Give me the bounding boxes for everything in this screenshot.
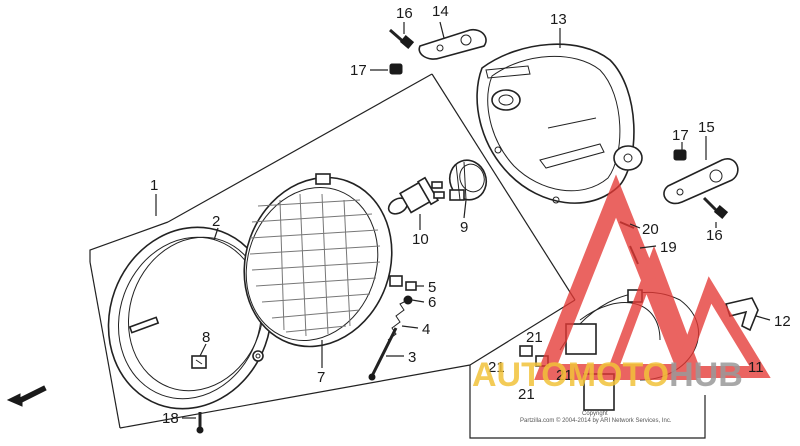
label-part-20: 20 bbox=[642, 221, 659, 238]
label-part-19: 19 bbox=[660, 239, 677, 256]
label-part-9: 9 bbox=[460, 219, 468, 236]
bolt-part-16-top bbox=[389, 28, 415, 49]
label-part-11: 11 bbox=[748, 359, 764, 376]
assembly-box-lines bbox=[89, 73, 706, 439]
label-part-7: 7 bbox=[317, 369, 325, 386]
bulb-part-10 bbox=[387, 176, 445, 215]
label-part-1: 1 bbox=[150, 177, 158, 194]
copyright-line-2: Partzilla.com © 2004-2014 by ARI Network… bbox=[520, 418, 672, 424]
bracket-part-14 bbox=[418, 28, 487, 60]
label-part-16-top: 16 bbox=[396, 5, 413, 22]
front-arrow-icon bbox=[6, 385, 47, 407]
label-part-14: 14 bbox=[432, 3, 449, 20]
label-part-17-left: 17 bbox=[350, 62, 367, 79]
washer-part-6 bbox=[403, 295, 413, 305]
case-part-13 bbox=[476, 43, 643, 204]
label-part-4: 4 bbox=[422, 321, 430, 338]
label-part-13: 13 bbox=[550, 11, 567, 28]
label-part-5: 5 bbox=[428, 279, 436, 296]
label-part-12: 12 bbox=[774, 313, 791, 330]
copyright-line-1: Copyright bbox=[582, 411, 608, 417]
watermark-hub: HUB bbox=[669, 356, 743, 394]
screw-part-18 bbox=[196, 412, 204, 434]
nut-part-17-left bbox=[389, 63, 403, 75]
label-part-8: 8 bbox=[202, 329, 210, 346]
rim-part-2 bbox=[107, 226, 273, 410]
watermark-logo: AUTOMOTOHUB bbox=[472, 356, 743, 395]
lens-part-7 bbox=[243, 173, 403, 348]
label-part-21-d: 21 bbox=[518, 386, 535, 403]
copyright-note: Copyright Partzilla.com © 2004-2014 by A… bbox=[520, 411, 720, 425]
label-part-6: 6 bbox=[428, 294, 436, 311]
label-part-2: 2 bbox=[212, 213, 220, 230]
clip-part-8 bbox=[191, 355, 207, 369]
bracket-part-15 bbox=[663, 158, 739, 205]
label-part-18: 18 bbox=[162, 410, 179, 427]
label-part-3: 3 bbox=[408, 349, 416, 366]
label-part-21-a: 21 bbox=[526, 329, 543, 346]
label-part-16-right: 16 bbox=[706, 227, 723, 244]
label-part-15: 15 bbox=[698, 119, 715, 136]
watermark-moto: MOTO bbox=[567, 356, 670, 394]
part-labels: 1 2 3 4 5 6 7 8 9 10 11 12 13 14 15 16 1… bbox=[150, 3, 791, 427]
spring-part-4 bbox=[387, 299, 409, 341]
label-part-21-b: 21 bbox=[488, 359, 505, 376]
clamp-part-12 bbox=[724, 297, 759, 332]
nut-part-5 bbox=[405, 281, 417, 291]
screw-part-3 bbox=[368, 327, 398, 381]
nut-part-17-right bbox=[673, 149, 687, 161]
leader-lines bbox=[155, 21, 771, 419]
watermark-auto: AUTO bbox=[472, 356, 568, 394]
label-part-17-right: 17 bbox=[672, 127, 689, 144]
bolt-part-16-right bbox=[702, 196, 729, 219]
socket-part-9 bbox=[448, 159, 488, 201]
label-part-10: 10 bbox=[412, 231, 429, 248]
watermark-triangles bbox=[534, 174, 771, 380]
label-part-21-c: 21 bbox=[556, 367, 573, 384]
